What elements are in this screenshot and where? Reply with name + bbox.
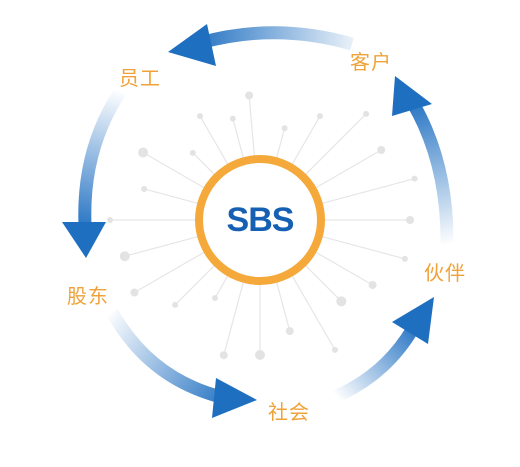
connector-line [199,115,229,165]
connector-line [304,113,367,176]
arrowhead-customer [392,76,432,116]
label-society: 社会 [268,400,310,424]
center-ring [195,155,325,285]
connector-line [124,235,199,257]
connector-node [285,327,294,336]
connector-node [336,296,347,307]
connector-node [377,146,386,154]
connector-line [315,149,382,189]
connector-node [119,251,130,262]
connector-node [411,175,418,182]
connector-line [275,281,291,332]
arrowhead-society [212,378,257,418]
connector-node [368,281,377,289]
connector-node [212,294,218,301]
connector-node [363,110,370,117]
arrow-society-to-partner [332,326,418,403]
connector-node [281,125,288,132]
connector-lines [107,91,418,360]
connector-node [189,149,196,156]
arrow-partner-to-customer [408,101,454,246]
label-shareholder: 股东 [67,284,109,308]
connector-node [107,217,113,223]
arrow-shareholder-to-society [106,308,227,405]
connector-line [223,281,245,356]
connector-line [248,95,256,157]
cycle-arrows [62,24,454,418]
connector-node [332,346,338,353]
connector-node [219,351,228,360]
connector-node [406,216,414,224]
connector-node [255,350,265,360]
connector-line [214,275,229,299]
connector-line [174,264,216,306]
connector-line [275,128,286,159]
connector-line [321,235,406,260]
connector-line [291,115,321,165]
connector-line [315,251,373,286]
arrow-employee-to-shareholder [78,88,126,226]
arrowhead-partner [392,297,434,344]
connector-node [317,113,323,120]
connector-line [143,188,199,205]
connector-line [291,275,336,351]
arrowhead-employee [168,24,216,66]
connector-node [138,147,149,158]
label-customer: 客户 [350,50,392,74]
connector-node [172,301,179,308]
connector-node [197,113,203,120]
connector-node [141,185,148,192]
connector-line [192,152,216,176]
arrow-customer-to-employee [198,26,354,51]
connector-line [304,264,342,302]
connector-line [142,151,205,189]
connector-line [134,251,205,294]
connector-node [229,115,236,122]
connector-node [401,255,408,262]
label-partner: 伙伴 [424,261,466,285]
connector-node [245,91,254,100]
connector-node [130,288,139,297]
arrowhead-shareholder [62,222,106,258]
connector-line [321,178,415,205]
label-employee: 员工 [119,66,161,90]
sbs-logo: SBS [226,200,295,239]
connector-line [232,118,245,159]
